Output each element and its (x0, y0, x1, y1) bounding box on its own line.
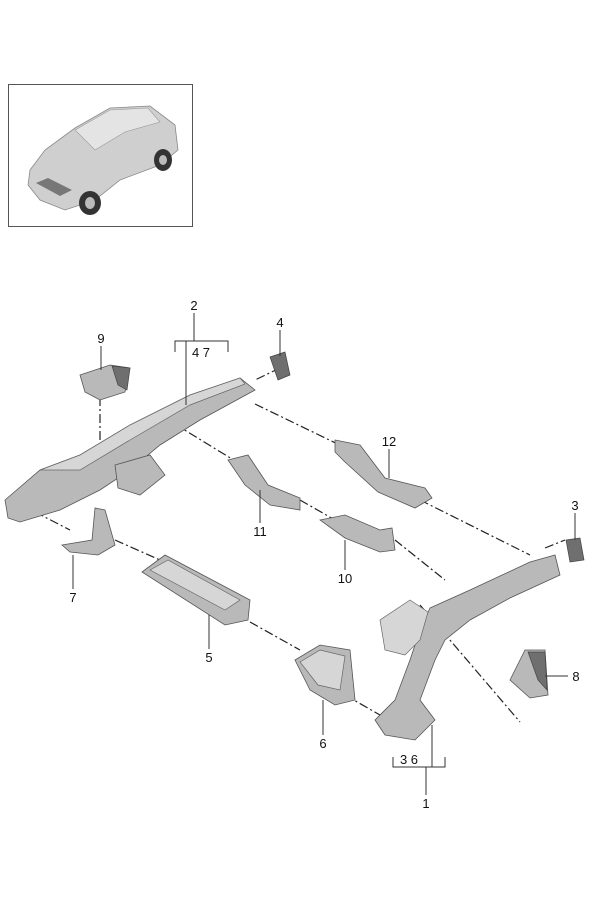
callout-3: 3 (571, 498, 578, 513)
part-12-bracket (334, 439, 433, 509)
callout-2-sub: 4 7 (192, 345, 210, 360)
callout-1: 1 (422, 796, 429, 811)
callout-7: 7 (69, 590, 76, 605)
callout-2: 2 (190, 298, 197, 313)
part-2-longitudinal-member (4, 377, 256, 523)
callout-5: 5 (205, 650, 212, 665)
callout-6: 6 (319, 736, 326, 751)
callout-4: 4 (276, 315, 283, 330)
part-10-bracket (319, 514, 396, 553)
part-1-longitudinal-member (374, 554, 561, 741)
callout-1-sub: 3 6 (400, 752, 418, 767)
callout-labels: 2 4 7 4 9 12 3 11 10 7 5 8 6 1 3 6 (69, 298, 579, 811)
callout-9: 9 (97, 331, 104, 346)
part-4-plate (269, 351, 291, 381)
callout-8: 8 (572, 669, 579, 684)
part-7-bracket (61, 507, 116, 556)
callout-11: 11 (253, 524, 267, 539)
callout-12: 12 (382, 434, 396, 449)
leader-lines (72, 313, 576, 795)
part-3-plate (565, 537, 585, 563)
part-11-bracket (227, 454, 301, 511)
callout-10: 10 (338, 571, 352, 586)
vehicle-thumbnail (8, 84, 193, 227)
parts (4, 351, 585, 741)
